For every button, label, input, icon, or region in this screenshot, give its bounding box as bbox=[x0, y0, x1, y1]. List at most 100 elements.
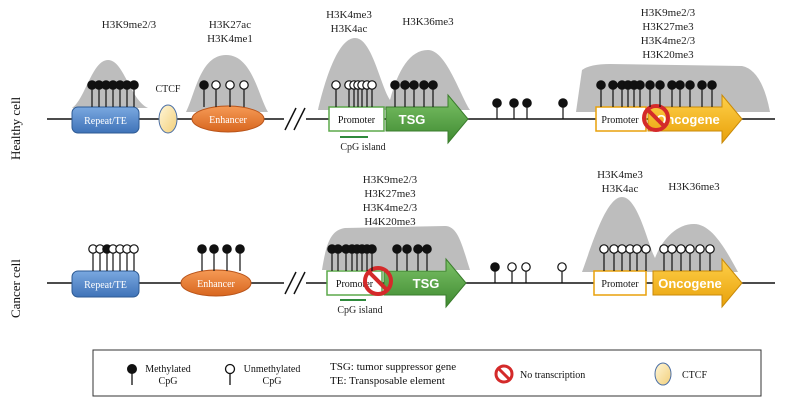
enhancer-box bbox=[191, 105, 265, 133]
methylated-cpg bbox=[675, 80, 685, 90]
methylated-cpg bbox=[409, 80, 419, 90]
cancer-row: Cancer cell Repeat/TE Enhancer Promoter … bbox=[8, 169, 775, 318]
repeat-te-label: Repeat/TE bbox=[84, 116, 127, 127]
healthy-side-label: Healthy cell bbox=[8, 96, 23, 160]
histone-marks-oncogene-body: H3K36me3 bbox=[668, 181, 720, 193]
legend-no-transcription-label: No transcription bbox=[520, 370, 585, 381]
legend-methylated-icon bbox=[127, 364, 137, 385]
svg-text:H3K27me3: H3K27me3 bbox=[364, 188, 416, 200]
methylated-cpg bbox=[235, 244, 245, 254]
methylated-cpg bbox=[490, 262, 500, 272]
enhancer-label: Enhancer bbox=[209, 115, 247, 126]
cancer-side-label: Cancer cell bbox=[8, 259, 23, 318]
methylated-cpg bbox=[428, 80, 438, 90]
methylated-cpg bbox=[645, 80, 655, 90]
methylated-cpg bbox=[129, 80, 139, 90]
methylated-cpg bbox=[222, 244, 232, 254]
methylated-cpg bbox=[558, 98, 568, 108]
histone-marks-oncogene-promoter: H3K4me3 H3K4ac bbox=[597, 169, 643, 195]
methylated-cpg bbox=[400, 80, 410, 90]
no-transcription-icon bbox=[642, 104, 670, 132]
svg-text:H3K27ac: H3K27ac bbox=[209, 19, 251, 31]
methylated-cpg bbox=[697, 80, 707, 90]
ctcf-icon bbox=[158, 104, 178, 134]
promoter-label: Promoter bbox=[601, 279, 639, 290]
methylated-cpg bbox=[390, 80, 400, 90]
legend-ctcf-icon bbox=[654, 362, 672, 386]
legend-box bbox=[92, 349, 762, 397]
repeat-te-box bbox=[71, 270, 140, 298]
enhancer-box bbox=[180, 269, 252, 297]
unmethylated-cpg bbox=[676, 244, 686, 254]
legend-unmethylated-icon bbox=[224, 363, 236, 385]
unmethylated-cpg bbox=[507, 262, 517, 272]
cpg-island-label: CpG island bbox=[337, 305, 382, 316]
unmethylated-cpg bbox=[632, 244, 642, 254]
methylated-cpg bbox=[596, 80, 606, 90]
unmethylated-cpg bbox=[667, 244, 677, 254]
methylated-cpg bbox=[422, 244, 432, 254]
methylated-cpg bbox=[667, 80, 677, 90]
legend-tsg-definition: TSG: tumor suppressor gene bbox=[330, 361, 456, 373]
methylated-cpg bbox=[707, 80, 717, 90]
legend-unmethylated-label: CpG bbox=[263, 376, 282, 387]
methylated-cpg bbox=[509, 98, 519, 108]
repeat-te-label: Repeat/TE bbox=[84, 280, 127, 291]
cpg-island-label: CpG island bbox=[340, 142, 385, 153]
methylated-cpg bbox=[608, 80, 618, 90]
methylated-cpg bbox=[197, 244, 207, 254]
enhancer-label: Enhancer bbox=[197, 279, 235, 290]
oncogene-arrow bbox=[652, 257, 743, 309]
break-mark bbox=[284, 271, 297, 295]
methylated-cpg bbox=[419, 80, 429, 90]
legend: Methylated CpG Unmethylated CpG TSG: tum… bbox=[92, 349, 762, 397]
svg-text:H3K9me2/3: H3K9me2/3 bbox=[102, 19, 157, 31]
methylated-cpg bbox=[522, 98, 532, 108]
unmethylated-cpg bbox=[609, 244, 619, 254]
healthy-row: Healthy cell Repeat/TE CTCF Enhancer Pro… bbox=[8, 7, 775, 160]
unmethylated-cpg bbox=[617, 244, 627, 254]
svg-text:H3K4me2/3: H3K4me2/3 bbox=[363, 202, 418, 214]
break-mark bbox=[293, 107, 306, 131]
histone-marks-tsg-cancer: H3K9me2/3 H3K27me3 H3K4me2/3 H4K20me3 bbox=[363, 174, 418, 228]
tsg-arrow bbox=[385, 93, 469, 145]
tsg-label: TSG bbox=[399, 112, 426, 127]
legend-methylated-label: CpG bbox=[159, 376, 178, 387]
methylated-cpg bbox=[685, 80, 695, 90]
svg-text:H3K4me3: H3K4me3 bbox=[326, 9, 372, 21]
promoter-label: Promoter bbox=[601, 115, 639, 126]
svg-text:H3K9me2/3: H3K9me2/3 bbox=[363, 174, 418, 186]
svg-text:H3K36me3: H3K36me3 bbox=[402, 16, 454, 28]
methylated-cpg bbox=[492, 98, 502, 108]
histone-marks-oncogene: H3K9me2/3 H3K27me3 H3K4me2/3 H3K20me3 bbox=[641, 7, 696, 61]
legend-te-definition: TE: Transposable element bbox=[330, 375, 445, 387]
cpg-sites-healthy bbox=[87, 80, 717, 119]
unmethylated-cpg bbox=[225, 80, 235, 90]
promoter-box-tsg bbox=[328, 106, 385, 132]
histone-marks-tsg-body: H3K36me3 bbox=[402, 16, 454, 28]
tsg-arrow bbox=[383, 257, 467, 309]
unmethylated-cpg bbox=[367, 80, 377, 90]
promoter-label: Promoter bbox=[338, 115, 376, 126]
peak-tsg-healthy bbox=[318, 38, 470, 110]
histone-marks-enhancer: H3K27ac H3K4me1 bbox=[207, 19, 253, 45]
unmethylated-cpg bbox=[659, 244, 669, 254]
promoter-label: Promoter bbox=[336, 279, 374, 290]
unmethylated-cpg bbox=[685, 244, 695, 254]
methylated-cpg bbox=[367, 244, 377, 254]
unmethylated-cpg bbox=[695, 244, 705, 254]
promoter-box-oncogene bbox=[595, 106, 647, 132]
unmethylated-cpg bbox=[705, 244, 715, 254]
unmethylated-cpg bbox=[641, 244, 651, 254]
svg-text:H3K4me3: H3K4me3 bbox=[597, 169, 643, 181]
methylated-cpg bbox=[209, 244, 219, 254]
unmethylated-cpg bbox=[211, 80, 221, 90]
svg-text:H3K4me1: H3K4me1 bbox=[207, 33, 253, 45]
legend-unmethylated-label: Unmethylated bbox=[244, 364, 301, 375]
methylated-cpg bbox=[402, 244, 412, 254]
unmethylated-cpg bbox=[239, 80, 249, 90]
svg-text:H3K4ac: H3K4ac bbox=[331, 23, 368, 35]
svg-text:H3K27me3: H3K27me3 bbox=[642, 21, 694, 33]
svg-text:H3K36me3: H3K36me3 bbox=[668, 181, 720, 193]
histone-marks-tsg-promoter: H3K4me3 H3K4ac bbox=[326, 9, 372, 35]
